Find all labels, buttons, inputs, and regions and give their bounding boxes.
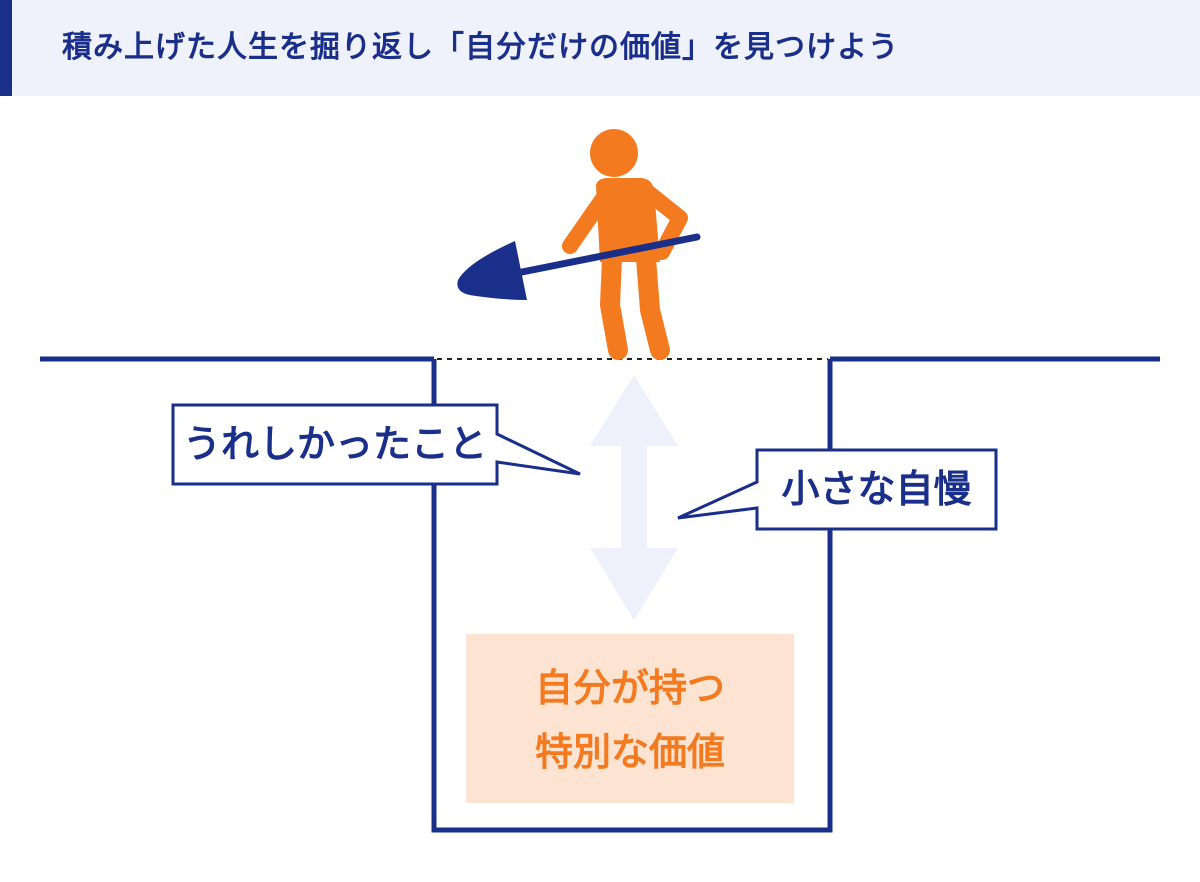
core-value-line-1: 自分が持つ bbox=[534, 666, 725, 710]
shovel-icon bbox=[457, 233, 701, 300]
callout-right-label: 小さな自慢 bbox=[781, 467, 972, 511]
double-arrow-icon bbox=[590, 375, 678, 620]
pit-outline bbox=[431, 359, 833, 833]
page-title: 積み上げた人生を掘り返し「自分だけの価値」を見つけよう bbox=[62, 30, 899, 65]
callout-left-label: うれしかったこと bbox=[182, 422, 487, 466]
core-value-box bbox=[466, 634, 794, 803]
digging-person-icon bbox=[562, 129, 688, 360]
callout-right bbox=[677, 448, 998, 531]
header-accent-bar bbox=[0, 0, 12, 96]
header-bar: 積み上げた人生を掘り返し「自分だけの価値」を見つけよう bbox=[0, 0, 1200, 96]
callout-left bbox=[171, 403, 581, 486]
core-value-line-2: 特別な価値 bbox=[534, 730, 725, 774]
